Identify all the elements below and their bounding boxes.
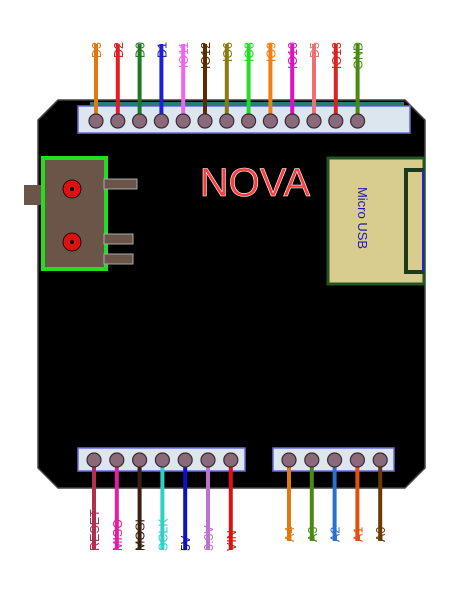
pin-label-d3: D3	[90, 42, 104, 58]
pin-a4: A4	[281, 452, 297, 542]
pin-pad-a3	[304, 452, 320, 468]
pin-label-a1: A1	[351, 527, 365, 542]
pin-label-a4: A4	[283, 527, 297, 542]
pin-pad-d0	[132, 113, 148, 129]
pin-io13: IO13	[328, 42, 344, 129]
pin-label-io10: IO10	[286, 42, 300, 69]
pin-pad-a1	[349, 452, 365, 468]
pin-pad-a4	[281, 452, 297, 468]
pin-io10: IO10	[284, 42, 300, 129]
pin-pad-miso	[109, 452, 125, 468]
pin-pad-gnd	[350, 113, 366, 129]
pin-pad-io13	[328, 113, 344, 129]
micro-usb-connector: Micro USB	[326, 156, 426, 286]
pin-5v: 5V	[177, 452, 193, 551]
switch-leg-2	[103, 233, 134, 245]
pin-pad-io11	[175, 113, 191, 129]
pin-gnd: GND	[350, 42, 366, 129]
pin-label-io8: IO8	[243, 42, 257, 62]
slide-switch	[24, 156, 138, 271]
pin-label-gnd: GND	[352, 42, 366, 70]
board-name: NOVA	[200, 161, 311, 205]
pin-reset: RESET	[86, 452, 102, 551]
pin-miso: MISO	[109, 452, 125, 551]
pin-a1: A1	[349, 452, 365, 542]
pin-label-io9: IO9	[264, 42, 278, 62]
pin-label-reset: RESET	[88, 509, 102, 551]
pin-io12: IO12	[197, 42, 213, 129]
pin-label-io13: IO13	[330, 42, 344, 69]
pin-pad-a2	[327, 452, 343, 468]
top-pin-group: D3 D2 D0 D1 IO11 IO12 IO6 IO8 IO9 IO10 D5 IO13 GND	[88, 42, 366, 129]
pin-pad-io12	[197, 113, 213, 129]
pin-a2: A2	[327, 452, 343, 542]
pin-sclk: SCLK	[154, 452, 170, 551]
bottom-left-pin-group: RESET MISO MOSI SCLK 5V 3.3V VIN	[86, 452, 239, 551]
pin-pad-io9	[262, 113, 278, 129]
pin-pad-5v	[177, 452, 193, 468]
pin-pad-io6	[219, 113, 235, 129]
pin-pad-d5	[306, 113, 322, 129]
usb-label: Micro USB	[355, 187, 370, 249]
pin-pad-d3	[88, 113, 104, 129]
pin-label-io12: IO12	[199, 42, 213, 69]
pin-pad-io10	[284, 113, 300, 129]
pin-pad-io8	[241, 113, 257, 129]
pin-label-vin: VIN	[225, 530, 239, 551]
pin-a3: A3	[304, 452, 320, 542]
pin-label-sclk: SCLK	[156, 518, 170, 551]
usb-body	[326, 156, 426, 286]
pin-label-d1: D1	[155, 42, 169, 58]
pin-d3: D3	[88, 42, 104, 129]
pin-pad-sclk	[154, 452, 170, 468]
pin-io8: IO8	[241, 42, 257, 129]
pin-label-a3: A3	[306, 527, 320, 542]
switch-dot-bottom-center	[70, 240, 74, 244]
pin-label-mosi: MOSI	[134, 519, 148, 551]
pin-d0: D0	[132, 42, 148, 129]
switch-dot-top-center	[70, 187, 74, 191]
pin-label-d0: D0	[134, 42, 148, 58]
switch-leg-1	[103, 178, 138, 190]
pin-d2: D2	[110, 42, 126, 129]
pin-io6: IO6	[219, 42, 235, 129]
pin-d5: D5	[306, 42, 322, 129]
pin-pad-d1	[153, 113, 169, 129]
pin-label-io6: IO6	[221, 42, 235, 62]
pin-pad-3-3v	[200, 452, 216, 468]
bottom-right-pin-group: A4 A3 A2 A1 A0	[281, 452, 388, 542]
pin-pad-vin	[223, 452, 239, 468]
switch-lever	[24, 185, 44, 205]
pin-label-miso: MISO	[111, 519, 125, 551]
pin-io11: IO11	[175, 42, 191, 129]
pin-label-a0: A0	[374, 527, 388, 542]
usb-port-outline	[404, 168, 424, 274]
pin-pad-a0	[372, 452, 388, 468]
pin-pad-reset	[86, 452, 102, 468]
pin-label-3-3v: 3.3V	[202, 525, 216, 551]
pin-d1: D1	[153, 42, 169, 129]
pin-label-d5: D5	[308, 42, 322, 58]
pin-mosi: MOSI	[132, 452, 148, 551]
pin-pad-d2	[110, 113, 126, 129]
pin-label-a2: A2	[329, 527, 343, 542]
pin-label-io11: IO11	[177, 42, 191, 68]
switch-leg-3	[103, 253, 134, 265]
pin-label-d2: D2	[112, 42, 126, 58]
pin-io9: IO9	[262, 42, 278, 129]
pin-label-5v: 5V	[179, 535, 193, 551]
pin-vin: VIN	[223, 452, 239, 551]
pin-a0: A0	[372, 452, 388, 542]
switch-body	[41, 156, 108, 271]
pin-3-3v: 3.3V	[200, 452, 216, 551]
pin-pad-mosi	[132, 452, 148, 468]
